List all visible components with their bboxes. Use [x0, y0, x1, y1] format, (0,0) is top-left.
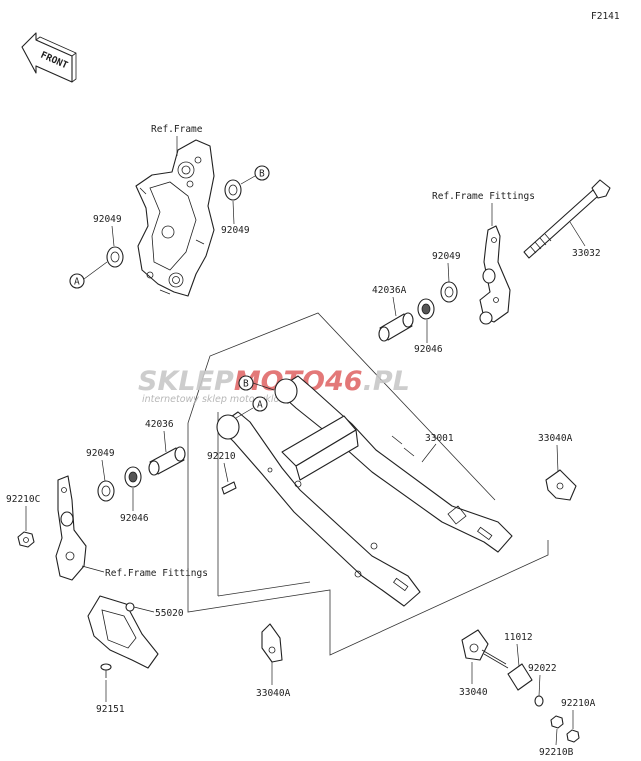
marker-a-swingarm-label: A	[257, 400, 263, 411]
ref-frame-label: Ref.Frame	[151, 124, 203, 135]
part-number-92151: 92151	[96, 704, 125, 715]
svg-text:SKLEPMOTO46.PL: SKLEPMOTO46.PL	[138, 366, 410, 397]
block-11012	[507, 663, 533, 691]
watermark-brand-1: SKLEP	[138, 366, 234, 397]
swingarm-33001	[216, 375, 513, 607]
part-number-92049-lower: 92049	[86, 448, 115, 459]
marker-a-left: A	[69, 261, 108, 289]
part-number-33001: 33001	[425, 433, 454, 444]
washer-92049-mid	[224, 179, 242, 201]
adjuster-plate-33040a-lower	[261, 623, 283, 663]
bearing-92046-lower	[124, 466, 142, 488]
assembly-outline	[187, 312, 549, 656]
part-number-92022: 92022	[528, 663, 557, 674]
watermark-brand-4: .PL	[363, 366, 410, 397]
marker-a-swingarm: A	[235, 396, 268, 419]
part-number-33040a-right: 33040A	[538, 433, 573, 444]
collar-42036a	[378, 312, 414, 342]
nut-92210a	[566, 729, 580, 743]
part-number-92210b: 92210B	[539, 747, 574, 758]
adjuster-plate-33040a-right	[545, 469, 577, 501]
front-arrow-icon: FRONT	[21, 32, 77, 83]
ref-frame-fittings-bottom-label: Ref.Frame Fittings	[105, 568, 208, 579]
part-number-33040a-lower: 33040A	[256, 688, 291, 699]
diagram-code: F2141	[591, 11, 620, 22]
watermark: SKLEPMOTO46.PL internetowy sklep motocyk…	[138, 366, 410, 405]
part-number-92049-right: 92049	[432, 251, 461, 262]
marker-b-upper: B	[240, 165, 270, 185]
marker-b-swingarm-label: B	[243, 379, 249, 390]
part-number-42036a: 42036A	[372, 285, 407, 296]
screw-92151	[100, 663, 112, 678]
frame-bracket-part	[135, 139, 215, 297]
washer-92022	[534, 695, 544, 707]
part-number-42036: 42036	[145, 419, 174, 430]
ref-frame-fittings-top-label: Ref.Frame Fittings	[432, 191, 535, 202]
frame-fitting-left	[55, 475, 87, 581]
bearing-92046-upper	[417, 298, 435, 320]
chain-adjuster-33040	[461, 629, 509, 669]
marker-b-swingarm: B	[238, 375, 275, 391]
washer-92049-right	[440, 281, 458, 303]
chain-guard-55020	[87, 595, 159, 669]
washer-92049-lower	[97, 480, 115, 502]
part-number-11012: 11012	[504, 632, 533, 643]
part-number-33040: 33040	[459, 687, 488, 698]
pivot-shaft-33032	[523, 179, 611, 259]
part-number-92210c: 92210C	[6, 494, 40, 505]
part-number-33032: 33032	[572, 248, 601, 259]
part-number-92210: 92210	[207, 451, 236, 462]
part-number-92046-upper: 92046	[414, 344, 443, 355]
part-number-92210a: 92210A	[561, 698, 596, 709]
watermark-tagline: internetowy sklep motocyklowy	[142, 394, 293, 405]
part-number-92049-left: 92049	[93, 214, 122, 225]
collar-42036	[148, 446, 186, 476]
nut-92210b	[550, 715, 564, 729]
nut-92210c	[17, 531, 35, 548]
part-number-55020: 55020	[155, 608, 184, 619]
marker-b-upper-label: B	[259, 169, 265, 180]
part-number-92046-lower: 92046	[120, 513, 149, 524]
watermark-brand-3: 46	[324, 366, 363, 397]
washer-92049-left	[106, 246, 124, 268]
part-number-92049-mid: 92049	[221, 225, 250, 236]
frame-fitting-right	[479, 225, 511, 325]
marker-a-left-label: A	[74, 277, 80, 288]
grease-nipple-92210	[221, 481, 237, 495]
